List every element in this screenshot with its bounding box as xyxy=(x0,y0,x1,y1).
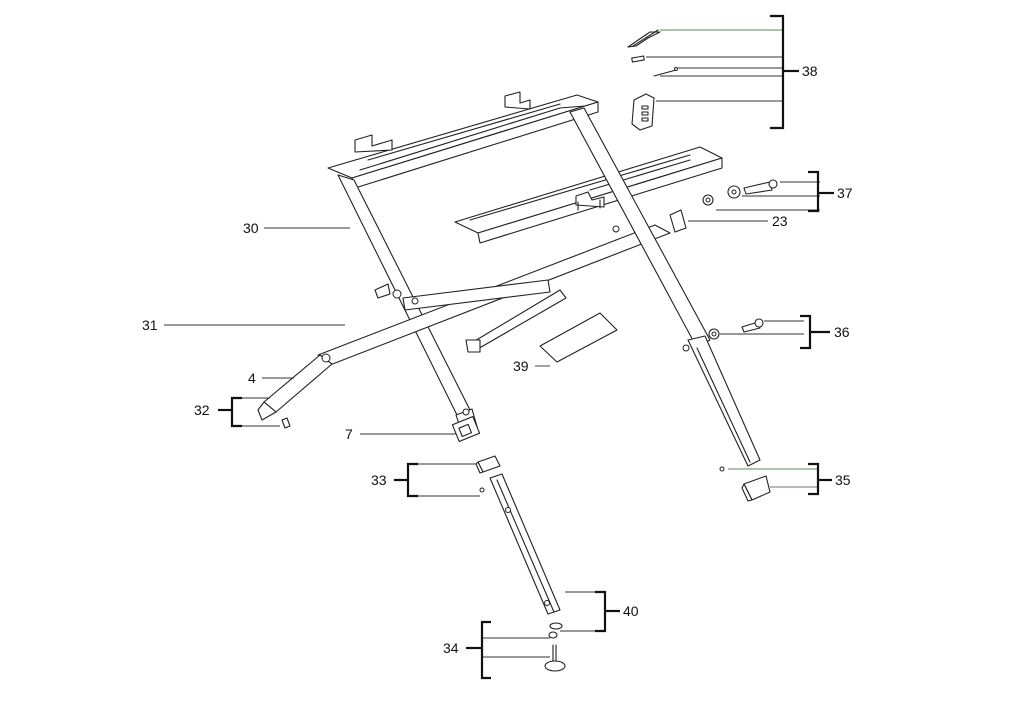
label-plate-39 xyxy=(539,312,618,363)
callout-4: 4 xyxy=(248,370,256,386)
right-foot-cap xyxy=(719,466,771,502)
hardware-38 xyxy=(627,29,678,131)
cross-brace xyxy=(402,279,567,353)
callout-brackets xyxy=(218,14,834,680)
callout-23: 23 xyxy=(772,213,788,229)
callout-30: 30 xyxy=(243,220,259,236)
hardware-37 xyxy=(702,179,778,206)
callout-37: 37 xyxy=(837,185,853,201)
callout-7: 7 xyxy=(345,426,353,442)
leveling-foot xyxy=(544,622,566,672)
rear-top-rail xyxy=(327,91,599,189)
callout-33: 33 xyxy=(371,472,387,488)
callout-36: 36 xyxy=(834,324,850,340)
callout-32: 32 xyxy=(194,402,210,418)
callout-34: 34 xyxy=(443,640,459,656)
callout-labels: 30 31 4 32 7 33 34 40 39 35 36 23 37 38 xyxy=(142,63,853,656)
callout-38: 38 xyxy=(802,63,818,79)
leg-extension xyxy=(475,455,561,615)
callout-40: 40 xyxy=(623,603,639,619)
hardware-36 xyxy=(708,318,764,340)
callout-35: 35 xyxy=(835,472,851,488)
knob-23 xyxy=(669,209,687,233)
callout-31: 31 xyxy=(142,317,158,333)
left-leg-rear xyxy=(337,174,481,443)
callout-39: 39 xyxy=(513,358,529,374)
front-top-rail xyxy=(454,146,723,244)
right-leg xyxy=(569,107,761,467)
plug-32 xyxy=(281,417,291,429)
